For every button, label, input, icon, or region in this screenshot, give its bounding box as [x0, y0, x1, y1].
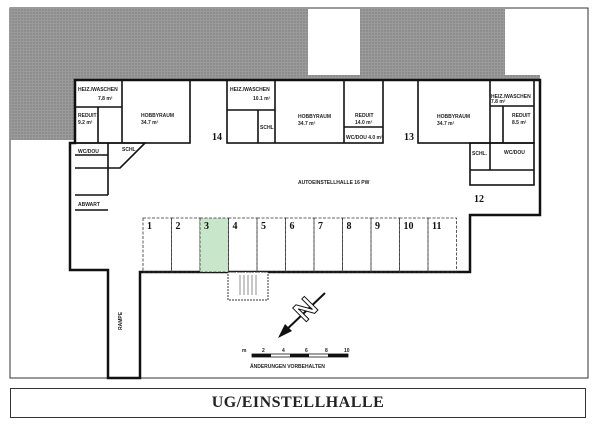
room-area: 34.7 m² — [437, 121, 455, 127]
middle-unit — [226, 79, 384, 144]
parking-spot-number: 1 — [147, 221, 152, 232]
svg-text:8: 8 — [325, 348, 328, 354]
hall-label: AUTOEINSTELLHALLE 16 PW — [298, 180, 370, 186]
room-label: WC/DOU 4.0 m² — [346, 135, 383, 141]
room-area: 34.7 m² — [298, 121, 316, 127]
room-label: HOBBYRAUM — [437, 114, 470, 120]
svg-text:6: 6 — [305, 348, 308, 354]
plan-title: UG/EINSTELLHALLE — [211, 394, 385, 411]
parking-row: 1 2 3 4 5 6 7 8 9 10 11 — [142, 217, 457, 273]
parking-spot-number: 5 — [261, 221, 266, 232]
disclaimer: ÄNDERUNGEN VORBEHALTEN — [250, 363, 325, 370]
room-area: 14.0 m² — [355, 120, 373, 126]
room-label: HEIZ./WASCHEN — [78, 87, 118, 93]
right-unit — [417, 79, 535, 186]
svg-text:4: 4 — [282, 348, 285, 354]
parking-spot-number: 6 — [290, 221, 295, 232]
room-label: HOBBYRAUM — [141, 113, 174, 119]
room-label: ABWART — [78, 202, 100, 208]
room-area: 8.5 m² — [512, 120, 527, 126]
room-area: 7.8 m² — [491, 99, 506, 105]
parking-spot-number: 9 — [375, 221, 380, 232]
terrain-area — [10, 8, 540, 140]
parking-spot-number: 10 — [404, 221, 414, 232]
room-label: WC/DOU — [504, 150, 525, 156]
area-number: 14 — [212, 132, 222, 143]
scale-bar: m 2 4 6 8 10 — [242, 348, 350, 358]
building-outline — [68, 78, 542, 380]
parking-spot-number: 11 — [432, 221, 441, 232]
room-area: 10.1 m² — [253, 96, 271, 102]
parking-spot-number: 7 — [318, 221, 323, 232]
room-label: HOBBYRAUM — [298, 114, 331, 120]
room-label: REDUIT — [512, 113, 531, 119]
parking-spot-number: 8 — [347, 221, 352, 232]
room-label: HEIZ./WASCHEN — [491, 94, 531, 100]
area-number: 12 — [474, 194, 484, 205]
title-box: UG/EINSTELLHALLE — [10, 388, 586, 418]
room-label: SCHL — [122, 147, 136, 153]
room-label: SCHL — [260, 125, 274, 131]
parking-spot-number: 3 — [204, 221, 209, 232]
stair-steps — [239, 275, 257, 295]
area-number: 13 — [404, 132, 414, 143]
room-area: 34.7 m² — [141, 120, 159, 126]
ramp-label: RAMPE — [118, 311, 124, 330]
parking-spot-number: 2 — [176, 221, 181, 232]
parking-spot-number: 4 — [233, 221, 238, 232]
room-label: REDUIT — [78, 113, 97, 119]
room-area: 7.8 m² — [98, 96, 113, 102]
room-label: WC/DOU — [78, 149, 99, 155]
room-label: REDUIT — [355, 113, 374, 119]
svg-text:m: m — [242, 348, 247, 354]
svg-text:10: 10 — [344, 348, 350, 354]
left-unit — [74, 79, 191, 211]
room-label: SCHL. — [472, 151, 488, 157]
parking-spot — [427, 217, 457, 273]
room-area: 9.2 m² — [78, 120, 93, 126]
room-label: HEIZ./WASCHEN — [230, 87, 270, 93]
svg-text:2: 2 — [262, 348, 265, 354]
